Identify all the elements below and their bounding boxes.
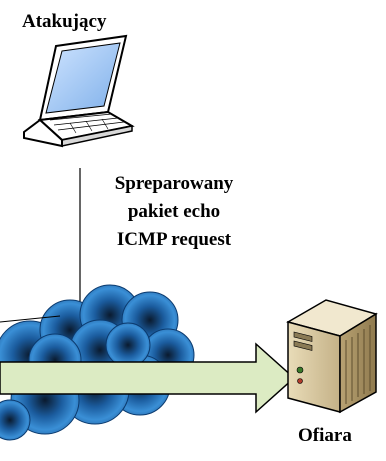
server-icon — [286, 299, 378, 414]
link-line — [0, 315, 61, 323]
attacker-label: Atakujący — [22, 11, 107, 32]
packet-label-line-3: ICMP request — [116, 229, 232, 250]
victim-label: Ofiara — [298, 425, 352, 446]
packet-label-line-2: pakiet echo — [127, 201, 221, 222]
packet-label: Spreparowany pakiet echo ICMP request — [84, 170, 264, 254]
laptop-icon — [23, 34, 135, 148]
arrow-to-victim — [0, 342, 296, 414]
packet-label-line-1: Spreparowany — [114, 173, 234, 194]
